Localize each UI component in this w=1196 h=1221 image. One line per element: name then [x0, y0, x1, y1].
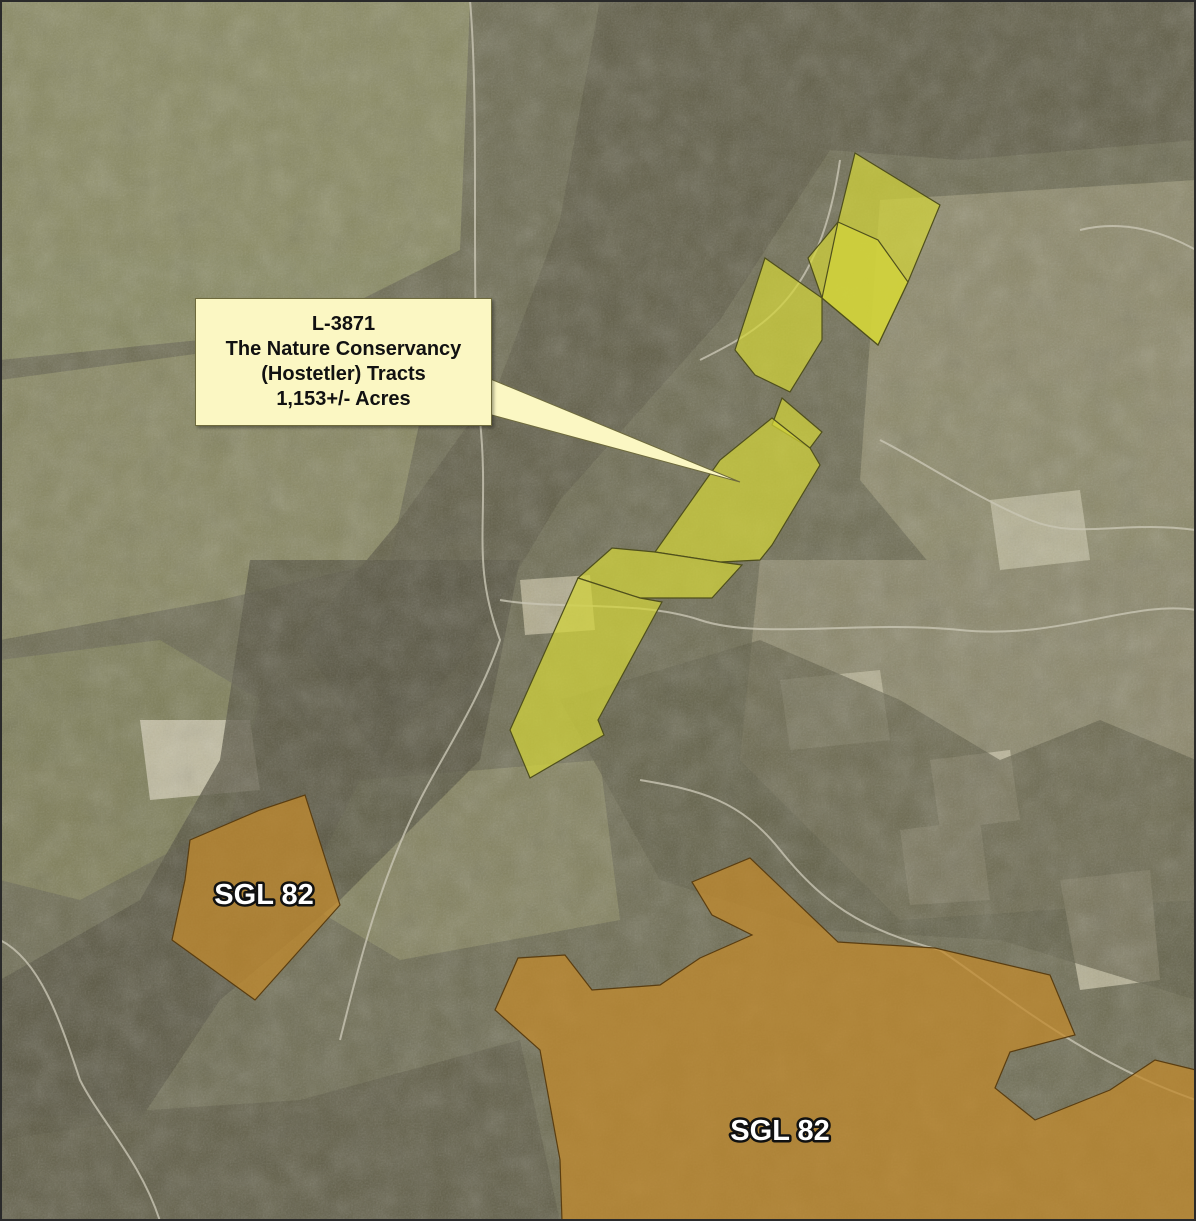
tract-north-middle[interactable]: [821, 221, 909, 346]
sgl-west-label: SGL 82: [214, 879, 313, 911]
tract-south[interactable]: [509, 577, 663, 779]
callout-parcel-id: L-3871: [311, 313, 376, 335]
sgl-west-area[interactable]: [171, 794, 341, 1001]
tract-callout: L-3871 The Nature Conservancy (Hostetler…: [195, 298, 492, 426]
callout-owner: The Nature Conservancy: [225, 338, 462, 360]
conservancy-tracts[interactable]: [509, 152, 941, 779]
callout-tract-name: (Hostetler) Tracts: [261, 363, 426, 385]
sgl-areas[interactable]: [171, 794, 1196, 1221]
tract-center[interactable]: [653, 417, 821, 563]
sgl-south-area[interactable]: [494, 857, 1196, 1221]
tract-north-west[interactable]: [734, 257, 823, 393]
sgl-south-label: SGL 82: [730, 1115, 829, 1147]
callout-acreage: 1,153+/- Acres: [276, 388, 411, 410]
